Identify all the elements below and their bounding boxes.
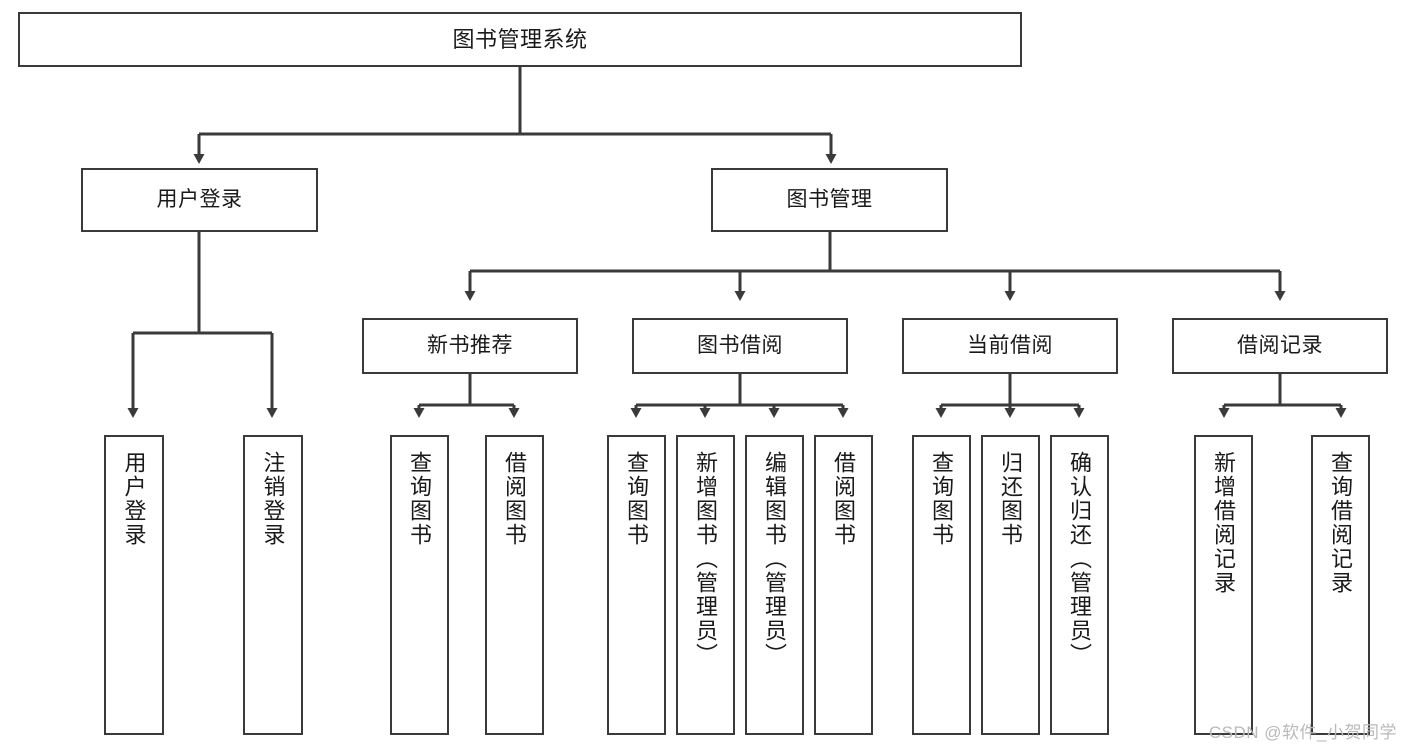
node-current-borrowing[interactable]: 当前借阅: [902, 318, 1118, 374]
node-book-management[interactable]: 图书管理: [711, 168, 948, 232]
node-label: 编辑图书（管理员）: [762, 451, 788, 667]
node-label: 查询借阅记录: [1328, 451, 1354, 595]
node-label: 借阅记录: [1237, 333, 1323, 357]
node-label: 用户登录: [156, 187, 243, 211]
leaf-borrow-book-new-recommendation[interactable]: 借阅图书: [485, 435, 544, 735]
node-label: 归还图书: [998, 451, 1024, 547]
leaf-add-book-admin[interactable]: 新增图书（管理员）: [676, 435, 735, 735]
leaf-return-book[interactable]: 归还图书: [981, 435, 1040, 735]
leaf-user-logout[interactable]: 注销登录: [243, 435, 303, 735]
leaf-query-book-new-recommendation[interactable]: 查询图书: [390, 435, 449, 735]
leaf-confirm-return-admin[interactable]: 确认归还（管理员）: [1050, 435, 1109, 735]
node-label: 借阅图书: [831, 451, 857, 547]
node-label: 借阅图书: [502, 451, 528, 547]
leaf-borrow-book-borrowing[interactable]: 借阅图书: [814, 435, 873, 735]
node-label: 图书借阅: [697, 333, 783, 357]
node-label: 查询图书: [929, 451, 955, 547]
node-label: 确认归还（管理员）: [1067, 451, 1093, 667]
leaf-query-book-current[interactable]: 查询图书: [912, 435, 971, 735]
node-label: 图书管理: [786, 187, 873, 211]
node-book-borrowing[interactable]: 图书借阅: [632, 318, 848, 374]
leaf-user-login[interactable]: 用户登录: [104, 435, 164, 735]
node-label: 注销登录: [260, 451, 286, 547]
node-user-login[interactable]: 用户登录: [81, 168, 318, 232]
node-label: 新增图书（管理员）: [693, 451, 719, 667]
node-label: 图书管理系统: [452, 26, 588, 52]
node-new-book-recommendation[interactable]: 新书推荐: [362, 318, 578, 374]
node-label: 新增借阅记录: [1211, 451, 1237, 595]
node-root-book-management-system[interactable]: 图书管理系统: [18, 12, 1022, 67]
node-label: 用户登录: [121, 451, 147, 547]
node-label: 新书推荐: [427, 333, 513, 357]
leaf-edit-book-admin[interactable]: 编辑图书（管理员）: [745, 435, 804, 735]
node-borrowing-records[interactable]: 借阅记录: [1172, 318, 1388, 374]
watermark-text: CSDN @软件_小贺同学: [1208, 723, 1397, 742]
node-label: 查询图书: [624, 451, 650, 547]
node-label: 查询图书: [407, 451, 433, 547]
node-label: 当前借阅: [967, 333, 1053, 357]
leaf-add-borrowing-record[interactable]: 新增借阅记录: [1194, 435, 1253, 735]
leaf-query-book-borrowing[interactable]: 查询图书: [607, 435, 666, 735]
leaf-query-borrowing-record[interactable]: 查询借阅记录: [1311, 435, 1370, 735]
